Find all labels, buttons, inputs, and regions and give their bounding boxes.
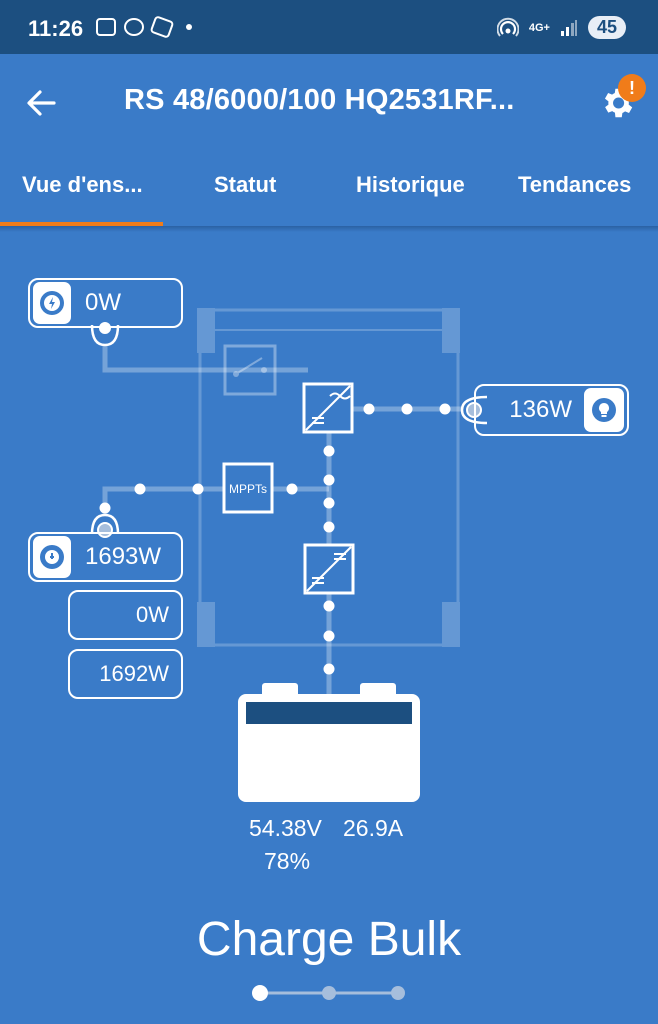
solar-panel-icon	[40, 545, 64, 569]
lightbulb-icon	[592, 398, 616, 422]
pv-input-box[interactable]: 1693W	[28, 532, 183, 582]
mppt-label: MPPTs	[229, 482, 267, 496]
ac-output-box[interactable]: 136W	[474, 384, 629, 436]
hotspot-icon	[496, 17, 519, 37]
status-right: 4G+ 45	[496, 16, 626, 39]
pv-power: 1693W	[85, 543, 162, 570]
grid-power-icon	[40, 291, 64, 315]
tab-trends[interactable]: Tendances	[518, 172, 632, 197]
device-housing	[197, 308, 460, 647]
wear-icon	[124, 18, 144, 36]
dc-converter-icon	[303, 543, 355, 595]
pv-line	[102, 486, 224, 524]
transfer-switch-icon	[223, 344, 277, 396]
page-dot-3	[391, 986, 405, 1000]
tab-overview[interactable]: Vue d'ens...	[22, 172, 143, 197]
pv-icon-wrap	[33, 536, 71, 578]
flow-dots	[99, 403, 451, 675]
network-type: 4G+	[528, 21, 550, 34]
inverter-icon	[302, 382, 354, 434]
screen-record-icon	[96, 18, 116, 36]
ac-input-connector	[90, 320, 120, 347]
signal-icon	[560, 19, 577, 36]
pv-tracker-1-power: 0W	[136, 602, 169, 627]
status-time: 11:26	[28, 16, 84, 41]
ac-output-icon-wrap	[584, 388, 624, 432]
tab-bar: Vue d'ens... Statut Historique Tendances	[0, 154, 658, 228]
page-dot-2	[322, 986, 336, 1000]
status-notification-icons	[96, 15, 192, 39]
pv-tracker-2-power: 1692W	[99, 661, 169, 686]
status-bar: 11:26 4G+ 45	[0, 0, 658, 54]
tab-status[interactable]: Statut	[214, 172, 277, 197]
back-arrow-icon[interactable]	[26, 88, 56, 118]
battery-voltage: 54.38V	[249, 815, 322, 841]
tab-history[interactable]: Historique	[356, 172, 465, 197]
page-indicator[interactable]	[250, 982, 410, 1004]
active-tab-indicator	[0, 222, 163, 226]
device-title: RS 48/6000/100 HQ2531RF...	[124, 84, 515, 116]
battery-icon	[238, 683, 420, 802]
pv-tracker-2-box[interactable]: 1692W	[68, 649, 183, 699]
pv-tracker-1-box[interactable]: 0W	[68, 590, 183, 640]
battery-soc: 78%	[264, 848, 311, 874]
battery-soc-fill	[246, 702, 412, 724]
charge-state: Charge Bulk	[196, 913, 462, 966]
mppt-box	[222, 462, 274, 514]
battery-level: 45	[587, 16, 626, 39]
battery-current: 26.9A	[343, 815, 404, 841]
app-bar: RS 48/6000/100 HQ2531RF... !	[0, 54, 658, 154]
ac-input-power: 0W	[85, 289, 121, 316]
page-dot-1	[252, 985, 268, 1001]
ac-input-icon-wrap	[33, 282, 71, 324]
more-notifications-icon	[186, 24, 192, 30]
ac-output-power: 136W	[509, 396, 572, 423]
alert-badge[interactable]: !	[618, 74, 646, 102]
tab-bar-shadow	[0, 226, 658, 232]
ac-input-box[interactable]: 0W	[28, 278, 183, 328]
